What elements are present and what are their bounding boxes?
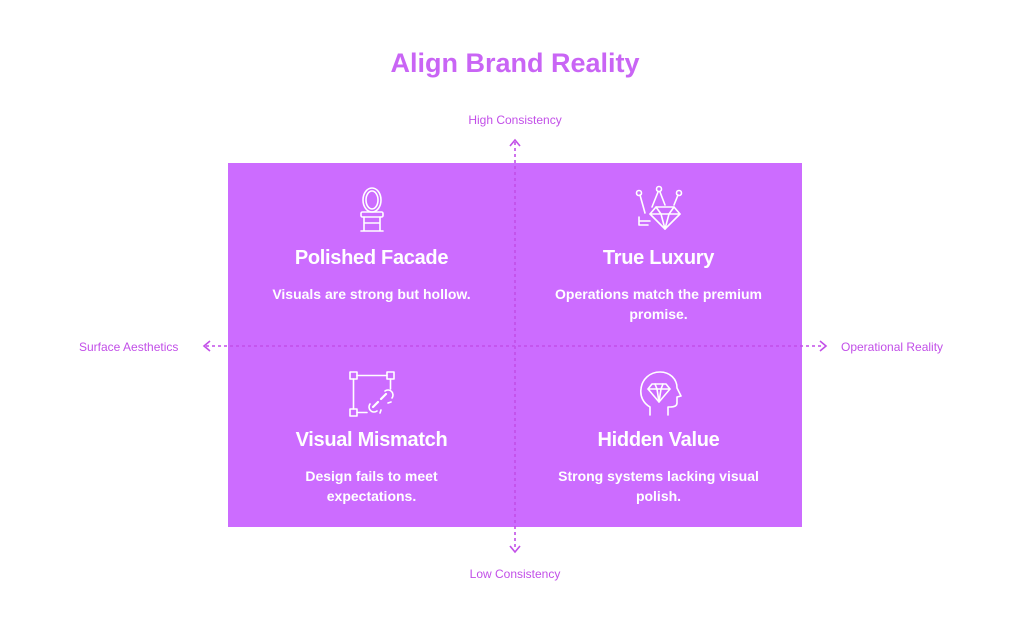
arrow-right-icon: [819, 340, 828, 352]
quadrant-bottom-right: Hidden Value Strong systems lacking visu…: [515, 345, 802, 527]
quadrant-title: Polished Facade: [294, 247, 449, 269]
quadrant-bottom-left: Visual Mismatch Design fails to meet exp…: [228, 345, 515, 527]
arrow-up-icon: [509, 138, 521, 147]
axis-label-top: High Consistency: [468, 113, 562, 127]
arrow-down-icon: [509, 545, 521, 554]
quadrant-description: Visuals are strong but hollow.: [272, 286, 471, 302]
quadrant-top-right: True Luxury Operations match the premium…: [515, 163, 802, 345]
axis-label-right: Operational Reality: [841, 340, 944, 354]
quadrant-description: Strong systems lacking visual polish.: [558, 468, 759, 504]
mirror-icon: [359, 187, 384, 232]
diagram-title: Align Brand Reality: [390, 48, 640, 78]
broken-link-frame-icon: [348, 371, 395, 417]
quadrant-title: Visual Mismatch: [295, 429, 448, 451]
head-diamond-icon: [639, 371, 682, 416]
quadrant-description: Operations match the premium promise.: [555, 286, 762, 322]
crown-diamond-icon: [635, 185, 682, 230]
arrow-left-icon: [202, 340, 211, 352]
axis-label-bottom: Low Consistency: [469, 567, 561, 581]
quadrant-title: True Luxury: [602, 247, 715, 269]
quadrant-description: Design fails to meet expectations.: [305, 468, 438, 504]
axis-label-left: Surface Aesthetics: [79, 340, 179, 354]
quadrant-title: Hidden Value: [597, 429, 720, 451]
quadrant-top-left: Polished Facade Visuals are strong but h…: [228, 163, 515, 345]
